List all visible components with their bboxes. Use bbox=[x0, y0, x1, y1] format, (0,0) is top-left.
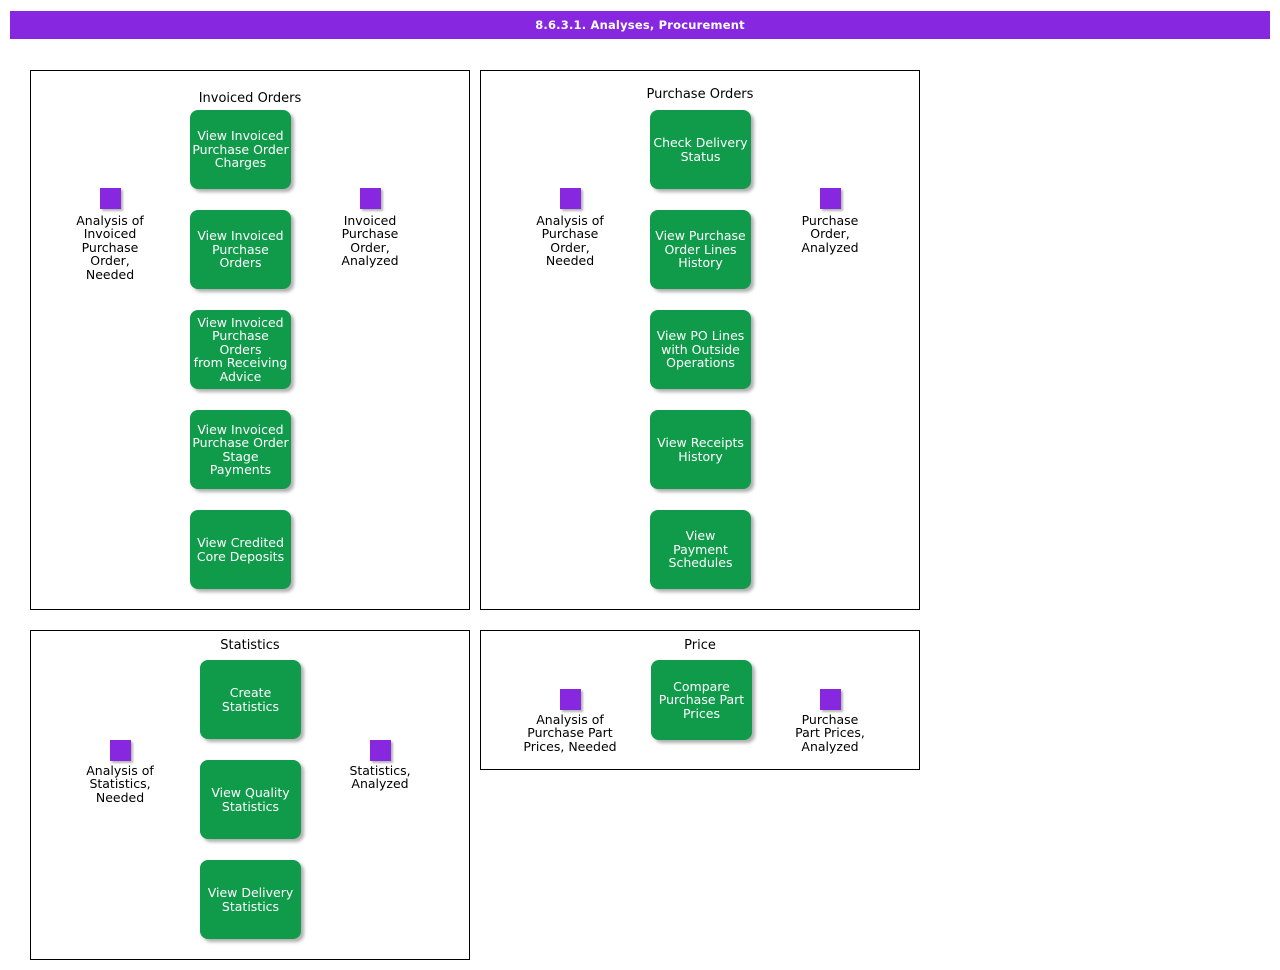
activity-view-quality-statistics[interactable]: View Quality Statistics bbox=[200, 760, 301, 839]
end-event-label: Statistics, Analyzed bbox=[349, 763, 411, 792]
activity-view-po-lines-with-outside-operations[interactable]: View PO Lines with Outside Operations bbox=[650, 310, 751, 389]
title-bar: 8.6.3.1. Analyses, Procurement bbox=[10, 11, 1270, 39]
end-event-marker bbox=[820, 188, 841, 209]
start-event-label: Analysis of Invoiced Purchase Order, Nee… bbox=[76, 213, 144, 282]
start-event-label: Analysis of Purchase Order, Needed bbox=[536, 213, 604, 269]
end-event-label: Invoiced Purchase Order, Analyzed bbox=[341, 213, 399, 269]
end-event-label: Purchase Part Prices, Analyzed bbox=[795, 712, 865, 754]
page-title: 8.6.3.1. Analyses, Procurement bbox=[535, 18, 745, 32]
panel-title-purchase-orders: Purchase Orders bbox=[646, 87, 754, 102]
activity-view-invoiced-purchase-orders-from-receiving-advice[interactable]: View Invoiced Purchase Orders from Recei… bbox=[190, 310, 291, 389]
start-event-label: Analysis of Purchase Part Prices, Needed bbox=[523, 712, 617, 754]
activity-view-credited-core-deposits[interactable]: View Credited Core Deposits bbox=[190, 510, 291, 589]
start-event-marker bbox=[560, 689, 581, 710]
end-event-marker bbox=[820, 689, 841, 710]
panel-title-statistics: Statistics bbox=[220, 638, 280, 653]
activity-view-invoiced-purchase-orders[interactable]: View Invoiced Purchase Orders bbox=[190, 210, 291, 289]
panel-title-price: Price bbox=[684, 638, 716, 653]
end-event-marker bbox=[360, 188, 381, 209]
activity-view-delivery-statistics[interactable]: View Delivery Statistics bbox=[200, 860, 301, 939]
end-event-marker bbox=[370, 740, 391, 761]
activity-view-payment-schedules[interactable]: View Payment Schedules bbox=[650, 510, 751, 589]
start-event-marker bbox=[560, 188, 581, 209]
end-event-label: Purchase Order, Analyzed bbox=[801, 213, 859, 255]
activity-view-invoiced-purchase-order-charges[interactable]: View Invoiced Purchase Order Charges bbox=[190, 110, 291, 189]
start-event-marker bbox=[110, 740, 131, 761]
activity-compare-purchase-part-prices[interactable]: Compare Purchase Part Prices bbox=[651, 660, 752, 740]
activity-view-purchase-order-lines-history[interactable]: View Purchase Order Lines History bbox=[650, 210, 751, 289]
start-event-label: Analysis of Statistics, Needed bbox=[86, 763, 154, 805]
activity-create-statistics[interactable]: Create Statistics bbox=[200, 660, 301, 739]
activity-view-invoiced-purchase-order-stage-payments[interactable]: View Invoiced Purchase Order Stage Payme… bbox=[190, 410, 291, 489]
panel-title-invoiced-orders: Invoiced Orders bbox=[198, 91, 302, 106]
start-event-marker bbox=[100, 188, 121, 209]
activity-view-receipts-history[interactable]: View Receipts History bbox=[650, 410, 751, 489]
activity-check-delivery-status[interactable]: Check Delivery Status bbox=[650, 110, 751, 189]
